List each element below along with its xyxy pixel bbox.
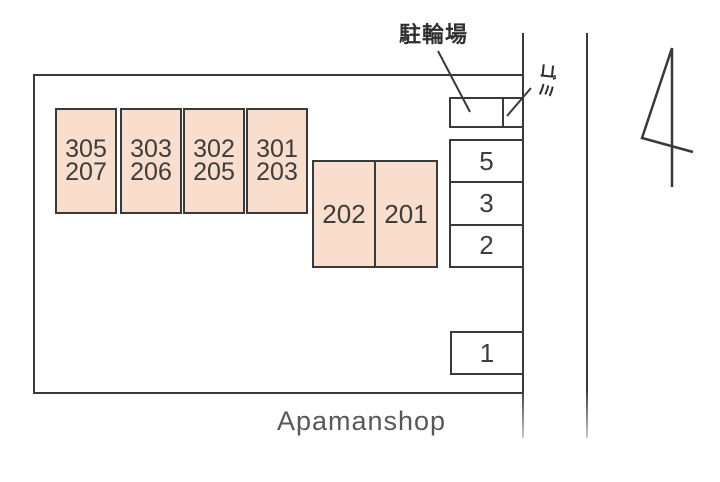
unit-label-upper: 302 bbox=[193, 135, 235, 163]
parking-space-label: 1 bbox=[479, 337, 495, 368]
bicycle-parking-box bbox=[449, 97, 524, 128]
north-arrow-icon bbox=[640, 47, 694, 187]
parking-space-5: 5 bbox=[451, 141, 522, 184]
unit-box-302-205: 302 205 bbox=[183, 108, 245, 214]
parking-space-label: 3 bbox=[479, 187, 494, 218]
unit-label-lower: 205 bbox=[193, 158, 235, 186]
brand-text: Apamanshop bbox=[276, 406, 447, 436]
unit-label-upper: 303 bbox=[130, 135, 172, 163]
unit-box-301-203: 301 203 bbox=[246, 108, 308, 214]
unit-label-lower: 207 bbox=[65, 158, 107, 186]
parking-space-2: 2 bbox=[451, 226, 522, 266]
unit-box-201: 201 bbox=[376, 162, 436, 266]
parking-space-1: 1 bbox=[450, 331, 524, 375]
property-boundary bbox=[33, 74, 524, 394]
parking-space-3: 3 bbox=[451, 183, 522, 226]
unit-box-group-202-201: 202 201 bbox=[312, 160, 438, 268]
parking-spaces-strip: 5 3 2 bbox=[449, 139, 524, 268]
unit-label: 201 bbox=[384, 198, 428, 229]
road-line-right bbox=[586, 33, 588, 438]
parking-space-label: 2 bbox=[479, 230, 494, 261]
unit-label: 202 bbox=[322, 198, 366, 229]
bicycle-parking-label: 駐輪場 bbox=[399, 22, 469, 47]
unit-label-lower: 203 bbox=[256, 158, 298, 186]
unit-label-upper: 305 bbox=[65, 135, 107, 163]
unit-box-305-207: 305 207 bbox=[55, 108, 117, 214]
bicycle-parking-divider bbox=[502, 99, 504, 126]
parking-space-label: 5 bbox=[479, 145, 494, 176]
unit-label-upper: 301 bbox=[256, 135, 298, 163]
garbage-label: ゴミ bbox=[535, 61, 559, 102]
unit-box-202: 202 bbox=[314, 162, 376, 266]
unit-box-303-206: 303 206 bbox=[120, 108, 182, 214]
unit-label-lower: 206 bbox=[130, 158, 172, 186]
